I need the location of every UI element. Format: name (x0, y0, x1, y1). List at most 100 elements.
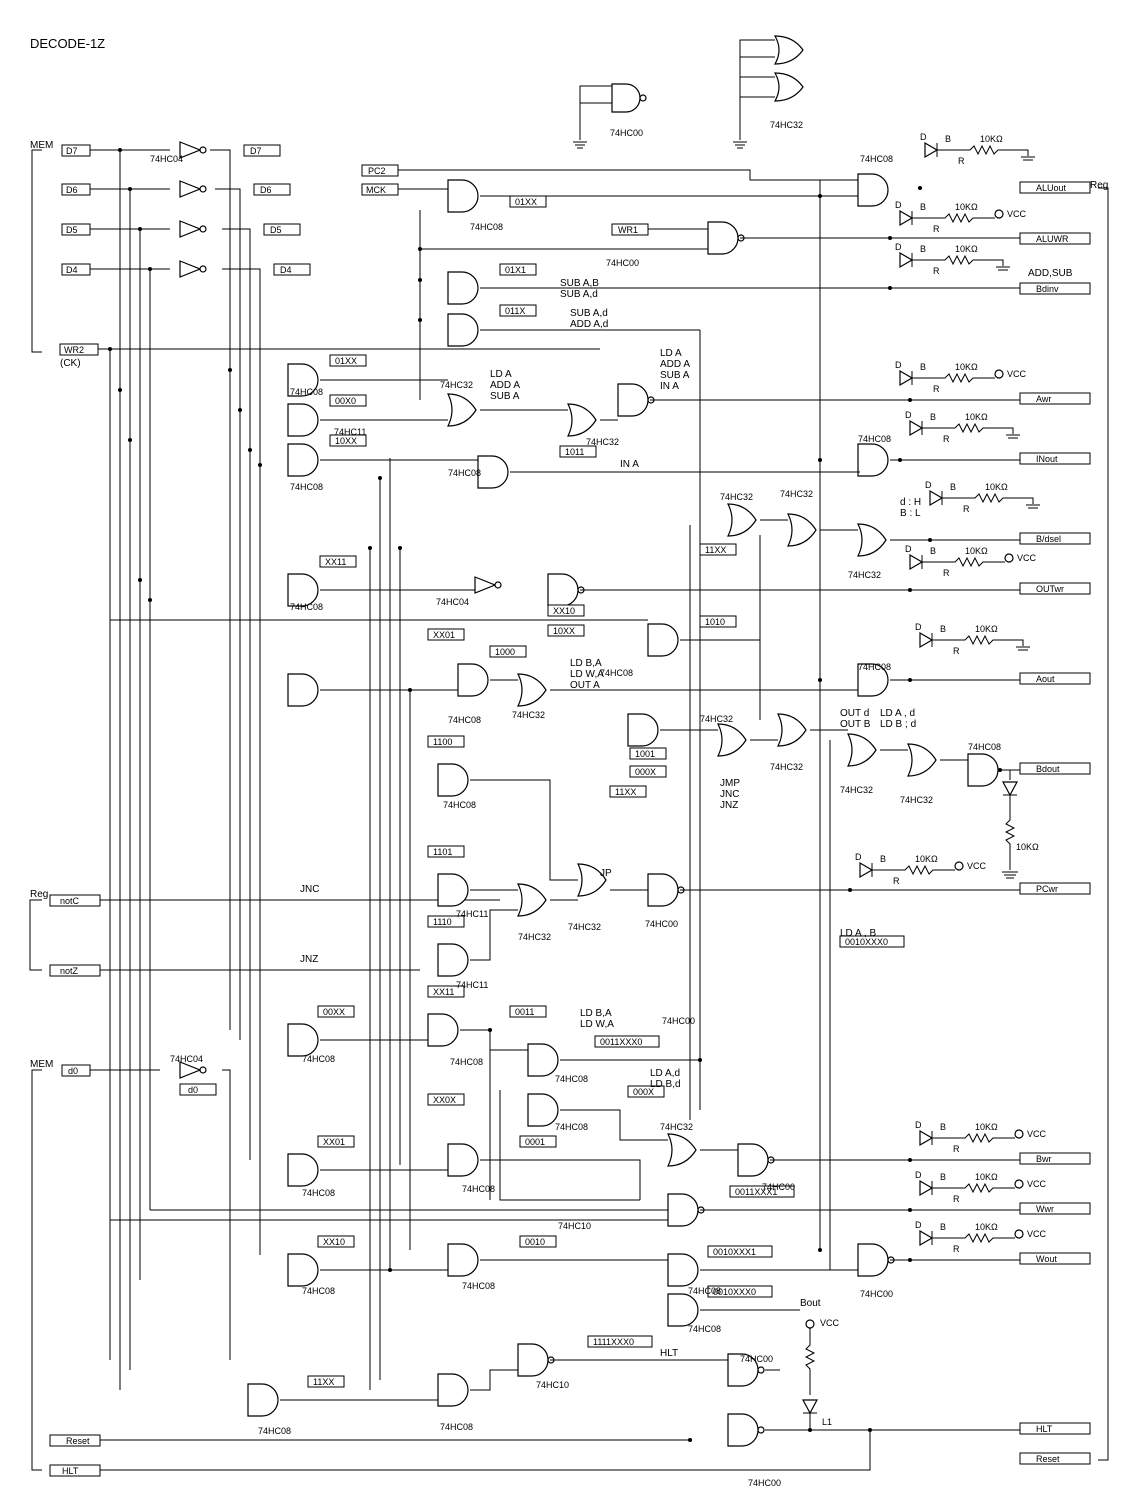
right-signal-pcwr: PCwr_ (1019, 882, 1091, 895)
ic-part-label-37: 74HC08 (302, 1286, 335, 1296)
ic-part-label-38: 74HC08 (462, 1281, 495, 1291)
svg-text:10KΩ: 10KΩ (955, 362, 978, 372)
gate-ic12-hlt (517, 1343, 549, 1377)
top-input-pc2: PC2 (361, 164, 399, 177)
junction-35 (908, 1208, 912, 1212)
gate-ic1-xx10 (287, 1253, 319, 1287)
ic-part-label-36: 74HC10 (558, 1221, 591, 1231)
decode-pattern-5: 10XX (329, 434, 367, 447)
svg-text:D: D (915, 1170, 922, 1180)
gate-ic8-jnz (437, 943, 469, 977)
wire-33 (470, 779, 578, 881)
wire-38 (470, 909, 518, 961)
left-brackets (29, 149, 1109, 1471)
svg-text:0010: 0010 (525, 1237, 545, 1247)
ic-part-label-41: 74HC10 (536, 1380, 569, 1390)
svg-text:R: R (958, 156, 965, 166)
svg-text:notC: notC (60, 896, 80, 906)
inverted-d0: d0_ (179, 1083, 217, 1096)
left-signal-notc: notC (49, 894, 101, 907)
annotation-20: LD B ; d (880, 719, 916, 730)
svg-text:10KΩ: 10KΩ (975, 1122, 998, 1132)
decode-pattern-17: 11XX (609, 785, 647, 798)
left-signal-d0: d0 (61, 1064, 91, 1077)
junction-3 (148, 598, 152, 602)
gate-ic8-jnc (437, 873, 469, 907)
right-signal-wout: Wout_ (1019, 1252, 1091, 1265)
annotation-3: ADD A,d (570, 319, 608, 330)
input-bus (90, 148, 871, 1471)
annotation-24: JP (600, 868, 612, 879)
svg-text:R: R (943, 568, 950, 578)
decode-pattern-14: 1100 (427, 735, 465, 748)
gate-ic7-xx0x (527, 1093, 559, 1127)
decode-pattern-3: 01XX (329, 354, 367, 367)
right-signal-aluwr: ALUWR_ (1019, 232, 1091, 245)
left-signal-hlt: HLT_ (49, 1464, 101, 1477)
decode-pattern-25: 000X (627, 1085, 665, 1098)
gate-ic13-out (847, 733, 877, 767)
gate-ic1-xx01 (627, 713, 659, 747)
svg-text:11XX: 11XX (615, 787, 636, 797)
svg-text:VCC: VCC (1027, 1229, 1047, 1239)
svg-text:Reset_: Reset_ (66, 1436, 96, 1446)
gate-ic12-out (547, 573, 579, 607)
decode-pattern-26: XX01 (317, 1135, 355, 1148)
svg-text:R: R (953, 1194, 960, 1204)
svg-text:D6_: D6_ (260, 185, 278, 195)
junction-26 (888, 286, 892, 290)
svg-text:R: R (893, 876, 900, 886)
left-signal-reset: Reset_ (49, 1434, 101, 1447)
junction-0 (118, 388, 122, 392)
annotation-27: LD W,A (580, 1019, 614, 1030)
inverter-ic3 (474, 576, 497, 594)
gate-ic15-out (907, 743, 937, 777)
annotation-11: IN A (620, 459, 639, 470)
inverter-d7-bubble (199, 146, 207, 154)
svg-text:0010XXX1: 0010XXX1 (713, 1247, 756, 1257)
svg-text:OUTwr_: OUTwr_ (1036, 584, 1070, 594)
svg-text:XX10: XX10 (323, 1237, 345, 1247)
ic-part-label-42: 74HC08 (440, 1422, 473, 1432)
ic-part-label-19: 74HC08 (600, 668, 633, 678)
ic-part-label-23: 74HC32 (900, 795, 933, 805)
gate-ic5-subab (447, 271, 479, 305)
svg-text:1101: 1101 (433, 847, 452, 857)
right-signal-inout: INout (1019, 452, 1091, 465)
reg-label-right: Reg (1090, 180, 1108, 191)
decode-pattern-31: 0010XXX1 (707, 1245, 773, 1258)
junction-33 (848, 888, 852, 892)
decode-pattern-28: 0011XXX1 (729, 1185, 795, 1198)
svg-text:VCC: VCC (1017, 553, 1037, 563)
svg-text:B: B (920, 202, 926, 212)
decode-pattern-8: 11XX (699, 543, 737, 556)
junction-30 (928, 538, 932, 542)
junction-32 (908, 678, 912, 682)
svg-text:B/dsel: B/dsel (1036, 534, 1061, 544)
svg-text:d0: d0 (68, 1066, 78, 1076)
junction-24 (688, 1438, 692, 1442)
svg-text:D: D (915, 1120, 922, 1130)
gate-ic1-xx01b (287, 1153, 319, 1187)
decode-pattern-33: 1111XXX0 (587, 1335, 653, 1348)
mem-label-top: MEM (30, 140, 53, 151)
junction-19 (818, 678, 822, 682)
svg-text:10XX: 10XX (553, 626, 575, 636)
annotation-34: JNZ (300, 954, 318, 965)
ic-part-label-35: 74HC08 (462, 1184, 495, 1194)
right-signal-bdout: Bdout (1019, 762, 1091, 775)
junction-27 (918, 186, 922, 190)
annotation-9: SUB A (490, 391, 520, 402)
gate-ic16-alu (857, 173, 889, 207)
left-signal-d4: D4 (61, 263, 91, 276)
decode-pattern-21: XX11 (427, 985, 465, 998)
svg-text:Aout: Aout (1036, 674, 1055, 684)
svg-text:01X1: 01X1 (505, 265, 526, 275)
svg-text:11XX: 11XX (313, 1377, 334, 1387)
svg-text:D4_: D4_ (280, 265, 298, 275)
ic-part-label-29: 74HC11 (456, 980, 488, 990)
